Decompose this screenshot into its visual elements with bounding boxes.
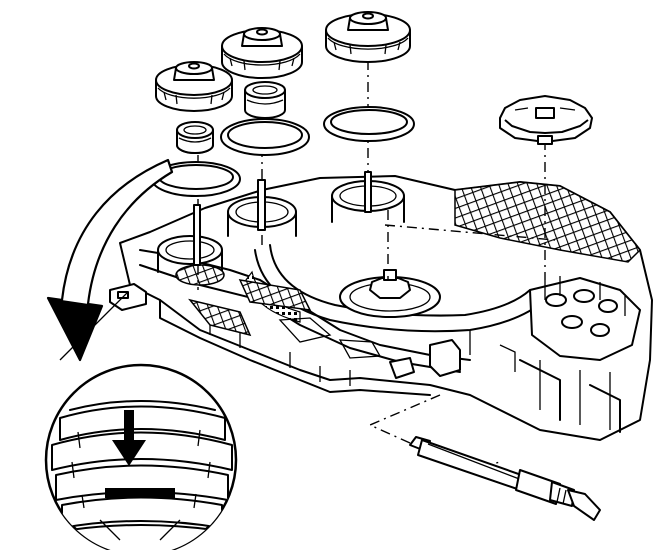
valve-body xyxy=(109,175,653,441)
o-ring-left xyxy=(151,161,241,197)
spring-spool-middle xyxy=(244,81,286,119)
guide-pins xyxy=(193,171,372,266)
curved-arrow-icon xyxy=(46,158,174,362)
spring-spool-left xyxy=(176,121,214,154)
o-ring-seals xyxy=(151,106,415,197)
removal-tool xyxy=(409,436,601,521)
piston-right xyxy=(325,11,411,63)
piston-middle xyxy=(221,27,303,79)
separator-plate-grid xyxy=(454,181,642,263)
accumulator-cover xyxy=(499,95,593,145)
o-ring-middle xyxy=(220,118,310,156)
bore-left xyxy=(157,235,225,286)
down-arrow-icon xyxy=(112,410,146,466)
o-ring-right xyxy=(323,106,415,142)
piston-left xyxy=(155,61,233,112)
detail-callout xyxy=(44,363,238,550)
